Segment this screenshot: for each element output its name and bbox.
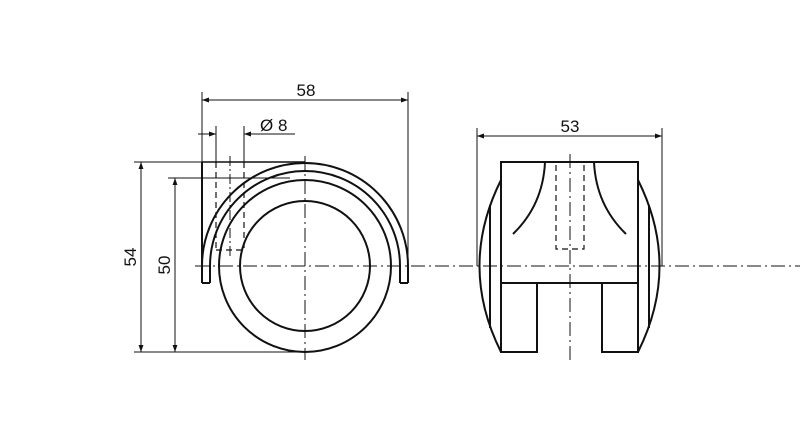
side-view [134, 92, 800, 360]
fork-leg-left [500, 283, 538, 353]
fork-body [500, 161, 639, 284]
wheel-left-side [478, 179, 502, 353]
dim-label-bore-diameter: Ø 8 [260, 116, 287, 135]
wheel-hub-circle [239, 200, 371, 332]
body-curve-left [512, 161, 546, 235]
front-view [476, 128, 663, 360]
fork-leg-right [601, 283, 639, 353]
fork-outer-arc [201, 162, 409, 283]
dim-label-53: 53 [561, 117, 580, 136]
dim-label-50: 50 [155, 256, 174, 275]
dim-label-54: 54 [121, 248, 140, 267]
fork-inner-arc [209, 170, 401, 283]
wheel-right-side [637, 179, 661, 353]
bore-hidden-front [555, 165, 585, 250]
dim-label-58: 58 [297, 81, 316, 100]
body-curve-right [593, 161, 627, 235]
